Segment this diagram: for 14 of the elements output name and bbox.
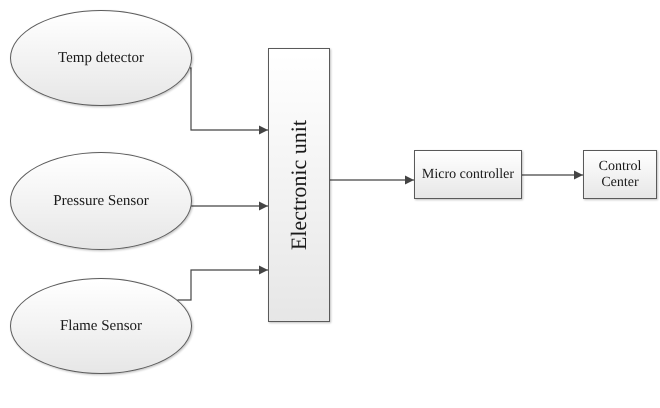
node-label: Electronic unit (286, 120, 312, 250)
arrow (330, 176, 414, 184)
unit-box (268, 48, 330, 322)
node-label: Pressure Sensor (53, 192, 149, 210)
process-box (414, 150, 522, 199)
node-label: Temp detector (58, 50, 144, 66)
node-label: Flame Sensor (60, 318, 142, 334)
arrow (192, 202, 268, 210)
arrow (190, 67, 268, 134)
arrow (522, 170, 583, 180)
node-label: Control Center (598, 159, 642, 190)
arrow (178, 266, 268, 301)
node-label: Micro controller (422, 166, 514, 182)
process-box (583, 150, 657, 199)
